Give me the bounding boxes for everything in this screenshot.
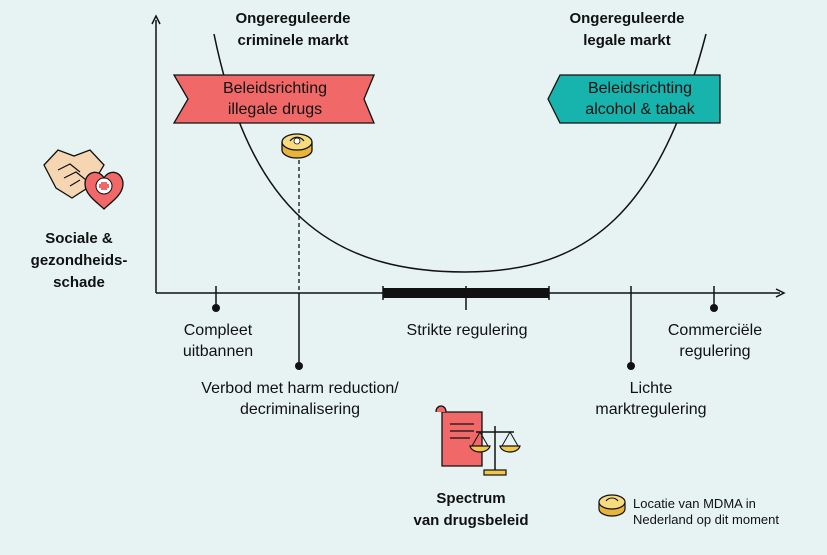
footer-title: Spectrum van drugsbeleid	[396, 488, 546, 532]
harm-curve	[213, 33, 707, 273]
banner-right-line1: Beleidsrichting	[587, 80, 693, 97]
handshake-heart-icon	[43, 149, 124, 210]
banner-left-shape	[172, 74, 375, 124]
verbod-dot	[295, 362, 303, 370]
banner-right-line2: alcohol & tabak	[585, 101, 695, 118]
label-compleet-line1: Compleet	[183, 322, 253, 339]
scroll-scale-icon	[435, 405, 521, 476]
lichte-dot	[627, 362, 635, 370]
legend-pill-icon	[598, 494, 626, 517]
legend-text: Locatie van MDMA in Nederland op dit mom…	[633, 496, 825, 528]
curve-label-left-line1: Ongereguleerde	[235, 10, 351, 27]
curve-label-right: Ongereguleerde legale markt	[552, 8, 702, 52]
label-lichte-line2: marktregulering	[595, 401, 707, 418]
banner-right-shape	[547, 74, 721, 124]
label-lichte-line1: Lichte	[629, 380, 673, 397]
label-compleet-uitbannen: Compleet uitbannen	[158, 320, 278, 362]
x-axis-arrow	[775, 288, 786, 298]
label-verbod-harm-reduction: Verbod met harm reduction/ decriminalise…	[170, 378, 430, 420]
label-commerciele-regulering: Commerciële regulering	[650, 320, 780, 362]
banner-left-line2: illegale drugs	[227, 101, 323, 118]
footer-title-line2: van drugsbeleid	[413, 512, 529, 529]
banner-left: Beleidsrichting illegale drugs	[190, 78, 360, 120]
label-verbod-line2: decriminalisering	[239, 401, 361, 418]
curve-label-right-line2: legale markt	[583, 32, 671, 49]
commercieel-dot	[710, 304, 718, 312]
y-axis-label: Sociale & gezondheids- schade	[16, 228, 142, 294]
banner-left-line1: Beleidsrichting	[222, 80, 328, 97]
label-commercieel-line2: regulering	[679, 343, 751, 360]
curve-label-left-line2: criminele markt	[237, 32, 349, 49]
y-axis-label-line2: gezondheids-	[30, 252, 128, 269]
legend-line2: Nederland op dit moment	[633, 512, 779, 527]
pill-icon	[281, 133, 313, 159]
curve-label-left: Ongereguleerde criminele markt	[218, 8, 368, 52]
compleet-dot	[212, 304, 220, 312]
y-axis-arrow	[151, 14, 161, 25]
footer-title-line1: Spectrum	[436, 490, 506, 507]
label-compleet-line2: uitbannen	[182, 343, 254, 360]
label-lichte-marktregulering: Lichte marktregulering	[576, 378, 726, 420]
label-commercieel-line1: Commerciële	[667, 322, 763, 339]
curve-label-right-line1: Ongereguleerde	[569, 10, 685, 27]
banner-right: Beleidsrichting alcohol & tabak	[560, 78, 720, 120]
y-axis-label-line3: schade	[53, 274, 105, 291]
legend-line1: Locatie van MDMA in	[633, 496, 756, 511]
label-verbod-line1: Verbod met harm reduction/	[201, 380, 399, 397]
label-strikte-regulering: Strikte regulering	[406, 322, 528, 339]
y-axis-label-line1: Sociale &	[45, 230, 113, 247]
